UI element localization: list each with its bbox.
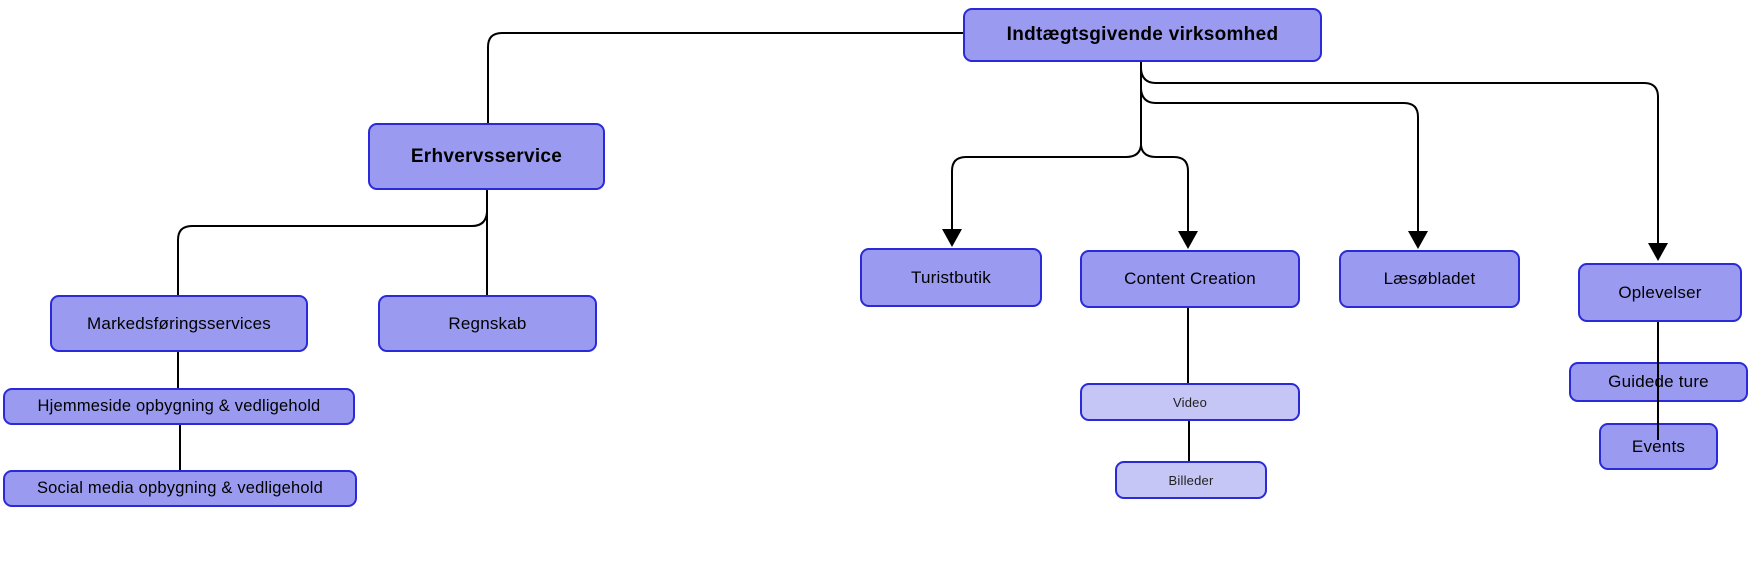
node-indtaegtsgivende-virksomhed[interactable]: Indtægtsgivende virksomhed xyxy=(963,8,1322,62)
node-guidede-ture[interactable]: Guidede ture xyxy=(1569,362,1748,402)
connector-root-turistbutik xyxy=(951,144,1142,229)
node-markedsfoeringsservices[interactable]: Markedsføringsservices xyxy=(50,295,308,352)
node-turistbutik[interactable]: Turistbutik xyxy=(860,248,1042,307)
node-content-creation[interactable]: Content Creation xyxy=(1080,250,1300,308)
connector-root-content-creation xyxy=(1140,144,1189,231)
arrowhead-oplevelser xyxy=(1648,243,1668,261)
arrowhead-turistbutik xyxy=(942,229,962,247)
node-social-media-opbygning[interactable]: Social media opbygning & vedligehold xyxy=(3,470,357,507)
node-billeder[interactable]: Billeder xyxy=(1115,461,1267,499)
node-video[interactable]: Video xyxy=(1080,383,1300,421)
connector-root-laesoebladet xyxy=(1140,88,1419,231)
connector-root-erhvervsservice xyxy=(487,32,963,123)
connector-erhvervsservice-markedsfoeringsservices xyxy=(177,211,488,295)
node-laesoebladet[interactable]: Læsøbladet xyxy=(1339,250,1520,308)
node-erhvervsservice[interactable]: Erhvervsservice xyxy=(368,123,605,190)
node-events[interactable]: Events xyxy=(1599,423,1718,470)
arrowhead-laesoebladet xyxy=(1408,231,1428,249)
node-oplevelser[interactable]: Oplevelser xyxy=(1578,263,1742,322)
connector-root-oplevelser xyxy=(1140,68,1659,243)
node-regnskab[interactable]: Regnskab xyxy=(378,295,597,352)
arrowhead-content-creation xyxy=(1178,231,1198,249)
node-hjemmeside-opbygning[interactable]: Hjemmeside opbygning & vedligehold xyxy=(3,388,355,425)
